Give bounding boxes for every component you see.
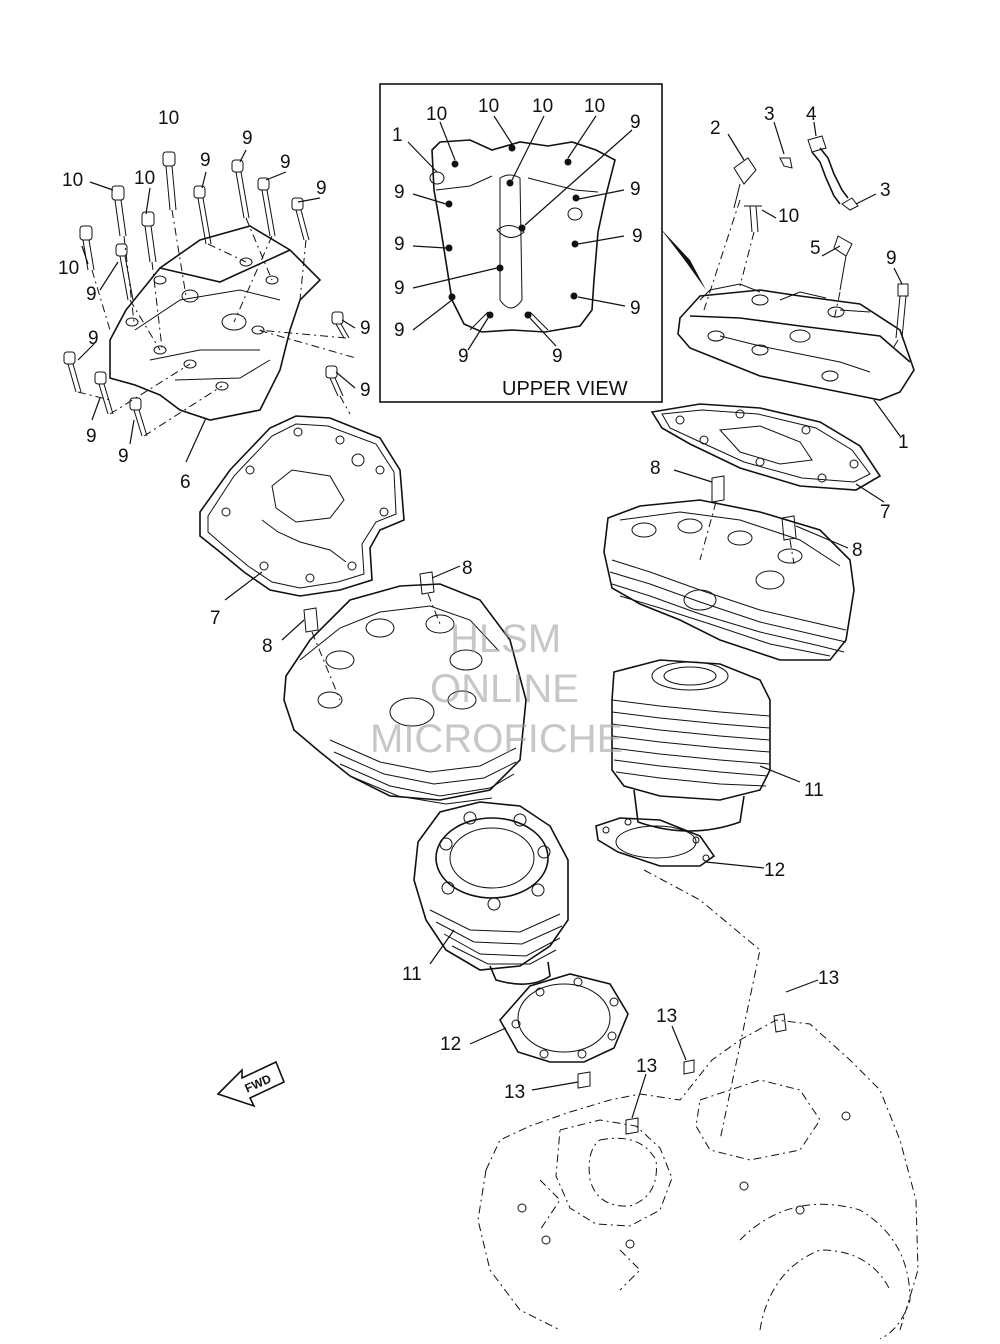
left-cover-bolts: 10 10 10 10 9 9 9 9 9 9 9 9 9 9 6 (58, 108, 371, 493)
callout-9: 9 (86, 426, 97, 447)
callout-3-top: 3 (764, 104, 775, 125)
callout-3-right: 3 (880, 180, 891, 201)
callout-10: 10 (158, 108, 179, 129)
callout-9: 9 (280, 152, 291, 173)
front-cylinder: 11 (402, 801, 569, 985)
callout-9: 9 (394, 182, 405, 203)
callout-11-left: 11 (402, 964, 422, 985)
callout-7-right: 7 (880, 502, 891, 523)
callout-10: 10 (532, 96, 553, 117)
callout-12-left: 12 (440, 1034, 461, 1055)
callout-9: 9 (630, 179, 641, 200)
callout-10: 10 (478, 96, 499, 117)
forward-arrow: FWD (216, 1060, 286, 1108)
callout-1-cover: 1 (898, 432, 909, 453)
callout-9: 9 (630, 112, 641, 133)
callout-9: 9 (86, 284, 97, 305)
upper-view-label: UPPER VIEW (502, 378, 628, 400)
callout-9: 9 (394, 278, 405, 299)
callout-9: 9 (632, 226, 643, 247)
callout-8-right: 8 (852, 540, 863, 561)
watermark-line-3: MICROFICHE (370, 717, 623, 761)
inset-cover-outline (431, 139, 616, 333)
callout-9: 9 (886, 248, 897, 269)
callout-8-left: 8 (262, 636, 273, 657)
watermark-line-1: HLSM (450, 617, 561, 661)
inset-frame (379, 83, 663, 403)
callout-13-left: 13 (504, 1082, 525, 1103)
upper-view-inset: 1 10 10 10 10 9 9 9 9 9 9 9 9 9 9 UPPER … (379, 83, 663, 403)
callout-10: 10 (426, 104, 447, 125)
callout-9: 9 (360, 380, 371, 401)
watermark-line-2: ONLINE (430, 667, 579, 711)
callout-2: 2 (710, 118, 721, 139)
callout-13-mid: 13 (656, 1006, 677, 1027)
callout-11-right: 11 (804, 780, 824, 801)
callout-9: 9 (316, 178, 327, 199)
callout-1-inset: 1 (392, 125, 403, 146)
callout-10: 10 (584, 96, 605, 117)
callout-13-center: 13 (636, 1056, 657, 1077)
callout-8-top-right: 8 (650, 458, 661, 479)
callout-10: 10 (778, 206, 799, 227)
inset-center-rib (499, 174, 523, 309)
front-cylinder-gasket: 12 (440, 973, 629, 1063)
callout-9: 9 (242, 128, 253, 149)
watermark: HLSM ONLINE MICROFICHE (370, 617, 623, 761)
callout-9: 9 (394, 234, 405, 255)
right-gasket: 7 (650, 403, 891, 523)
callout-5: 5 (810, 238, 821, 259)
callout-9: 9 (394, 320, 405, 341)
callout-9: 9 (200, 150, 211, 171)
callout-9: 9 (630, 298, 641, 319)
rear-cylinder-head: 8 8 (603, 458, 863, 661)
left-gasket: 7 (199, 415, 405, 629)
crankcase: 13 13 13 13 (477, 968, 919, 1340)
inset-pointer (660, 228, 706, 290)
callout-9: 9 (118, 446, 129, 467)
callout-6: 6 (180, 472, 191, 493)
callout-9: 9 (458, 346, 469, 367)
callout-13-top: 13 (818, 968, 839, 989)
left-valve-cover (109, 225, 322, 421)
callout-9: 9 (88, 328, 99, 349)
callout-7-left: 7 (210, 608, 221, 629)
rear-cylinder: 11 (611, 659, 824, 832)
rear-cylinder-gasket: 12 (595, 817, 785, 1141)
callout-9: 9 (552, 346, 563, 367)
callout-10: 10 (134, 168, 155, 189)
callout-8-top-left: 8 (462, 558, 473, 579)
callout-10: 10 (62, 170, 83, 191)
callout-10: 10 (58, 258, 79, 279)
right-valve-cover: 2 3 4 3 10 5 9 1 (677, 104, 915, 453)
front-cylinder-head: 8 8 (262, 558, 527, 805)
callout-12-right: 12 (764, 860, 785, 881)
bolt-head (162, 151, 176, 167)
callout-4: 4 (806, 104, 817, 125)
callout-9: 9 (360, 318, 371, 339)
